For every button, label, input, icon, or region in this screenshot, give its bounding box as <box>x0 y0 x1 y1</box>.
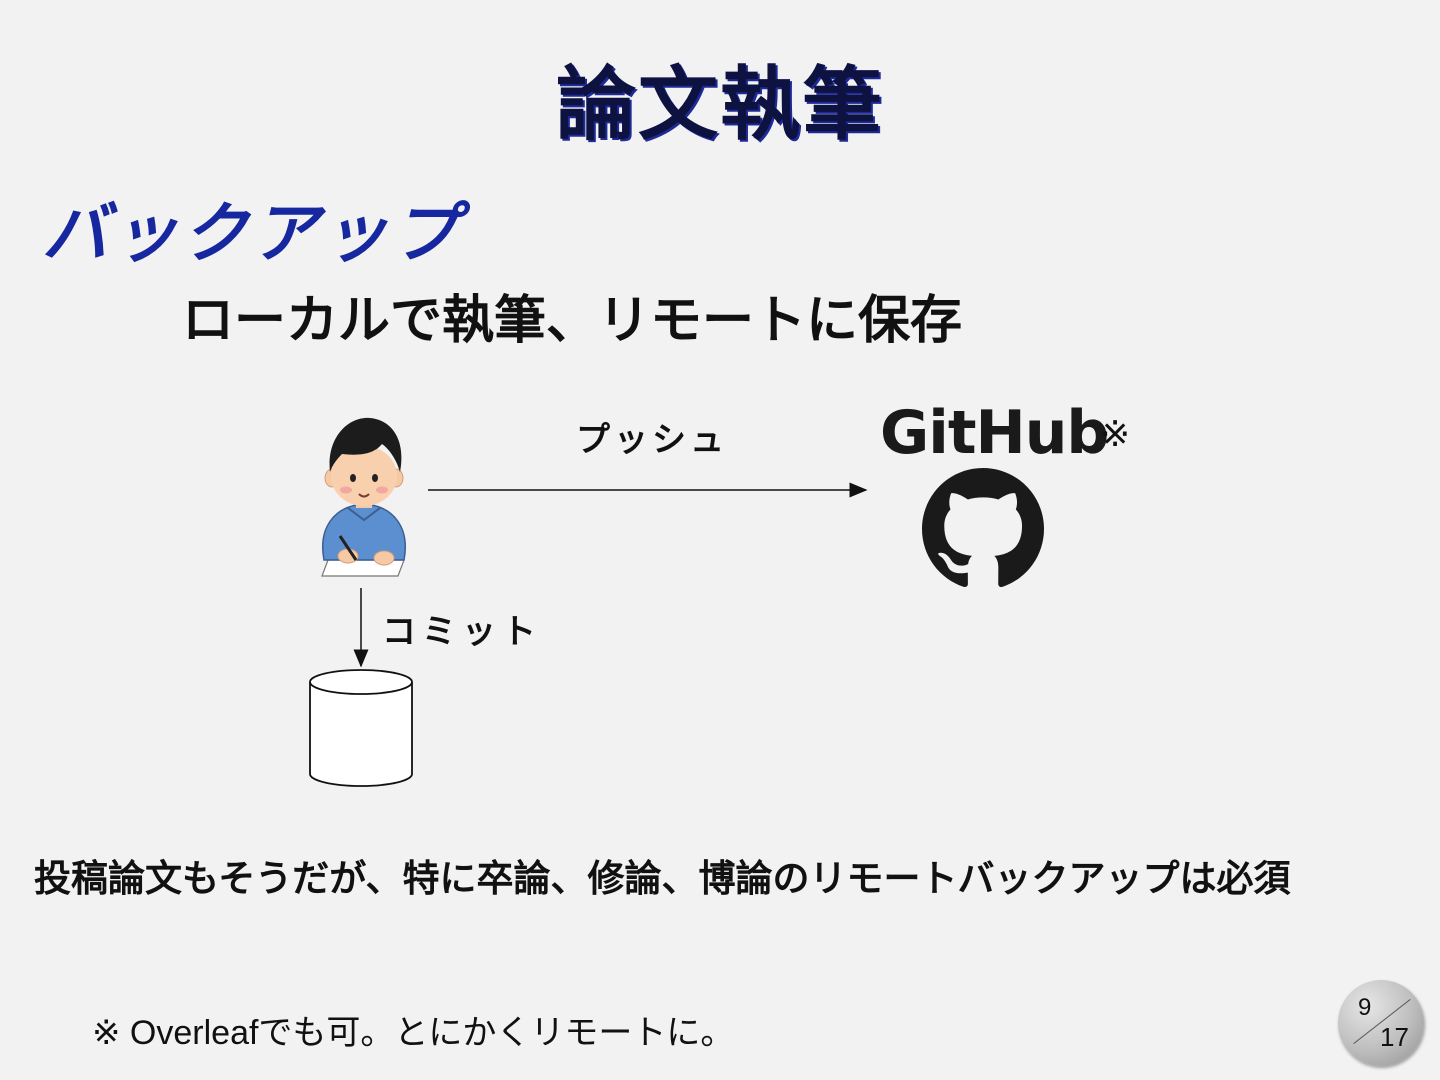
page-current: 9 <box>1358 994 1371 1022</box>
github-wordmark: GitHub <box>880 398 1108 468</box>
push-label: プッシュ <box>576 412 728 461</box>
github-octocat-icon <box>922 468 1044 590</box>
note-mark: ※ <box>1100 414 1130 455</box>
footnote: ※ Overleafでも可。とにかくリモートに。 <box>92 1005 734 1054</box>
person-writing-icon <box>312 410 416 582</box>
page-total: 17 <box>1380 1022 1409 1053</box>
commit-label: コミット <box>382 604 542 653</box>
body-text: 投稿論文もそうだが、特に卒論、修論、博論のリモートバックアップは必須 <box>34 848 1291 902</box>
database-cylinder-icon <box>306 666 416 790</box>
page-number-badge: 9 17 <box>1338 980 1424 1066</box>
